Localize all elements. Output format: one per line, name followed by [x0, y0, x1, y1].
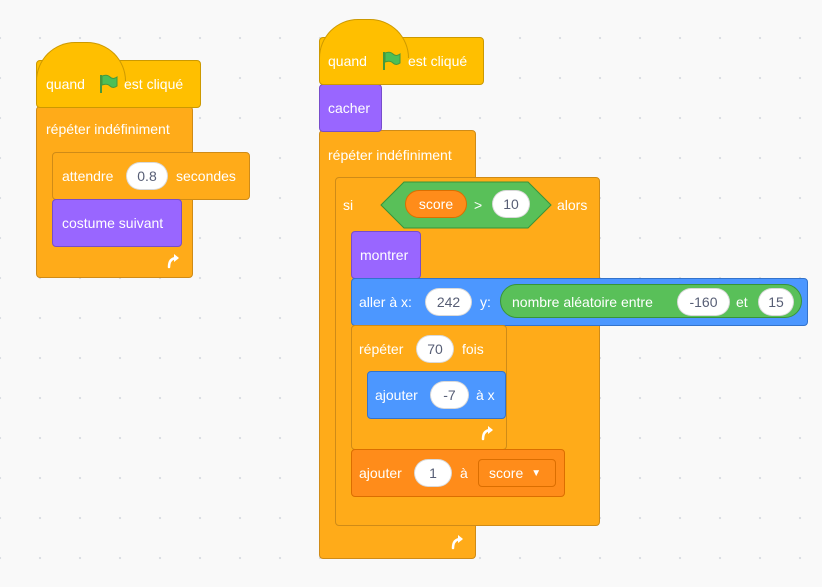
show-block[interactable]: [351, 231, 421, 279]
hat-label-after-2: est cliqué: [408, 53, 468, 69]
wait-label: attendre: [62, 168, 114, 184]
random-label: nombre aléatoire entre: [512, 294, 653, 310]
next-costume-label: costume suivant: [62, 215, 164, 231]
show-label: montrer: [360, 247, 409, 263]
wait-unit-label: secondes: [176, 168, 236, 184]
forever-label-1: répéter indéfiniment: [46, 121, 170, 137]
goto-x-input[interactable]: 242: [425, 288, 472, 316]
random-from-input[interactable]: -160: [677, 288, 730, 316]
random-number-reporter[interactable]: [500, 284, 802, 318]
condition-value-input[interactable]: 10: [492, 190, 530, 218]
hat-label-after-1: est cliqué: [124, 76, 184, 92]
wait-seconds-input[interactable]: 0.8: [126, 162, 168, 190]
variable-dropdown[interactable]: score ▼: [478, 459, 556, 487]
random-and-label: et: [736, 294, 748, 310]
repeat-label: répéter: [359, 341, 404, 357]
change-variable-to-label: à: [460, 465, 468, 481]
repeat-times-label: fois: [462, 341, 484, 357]
change-x-input[interactable]: -7: [430, 381, 469, 409]
hide-block[interactable]: [319, 84, 382, 132]
change-x-label: ajouter: [375, 387, 418, 403]
if-label: si: [343, 197, 354, 213]
variable-dropdown-value: score: [489, 465, 524, 481]
hide-label: cacher: [328, 100, 371, 116]
change-variable-input[interactable]: 1: [414, 459, 452, 487]
hat-label-before-2: quand: [328, 53, 367, 69]
repeat-times-input[interactable]: 70: [416, 335, 454, 363]
then-label: alors: [557, 197, 588, 213]
loop-arrow-icon: [481, 426, 493, 441]
dropdown-arrow-icon: ▼: [531, 467, 542, 479]
change-variable-label: ajouter: [359, 465, 402, 481]
score-variable-reporter[interactable]: score: [405, 190, 467, 218]
hat-label-before-1: quand: [46, 76, 85, 92]
goto-y-label: y:: [480, 294, 491, 310]
green-flag-icon: [383, 51, 401, 70]
random-to-input[interactable]: 15: [758, 288, 794, 316]
loop-arrow-icon: [167, 254, 179, 269]
when-flag-clicked-hat-2[interactable]: [319, 19, 484, 85]
forever-label-2: répéter indéfiniment: [328, 147, 452, 163]
goto-x-label: aller à x:: [359, 294, 412, 310]
next-costume-block[interactable]: [52, 199, 182, 247]
loop-arrow-icon: [451, 535, 463, 550]
greater-than-label: >: [474, 197, 483, 213]
change-x-suffix: à x: [476, 387, 495, 403]
green-flag-icon: [100, 74, 118, 93]
